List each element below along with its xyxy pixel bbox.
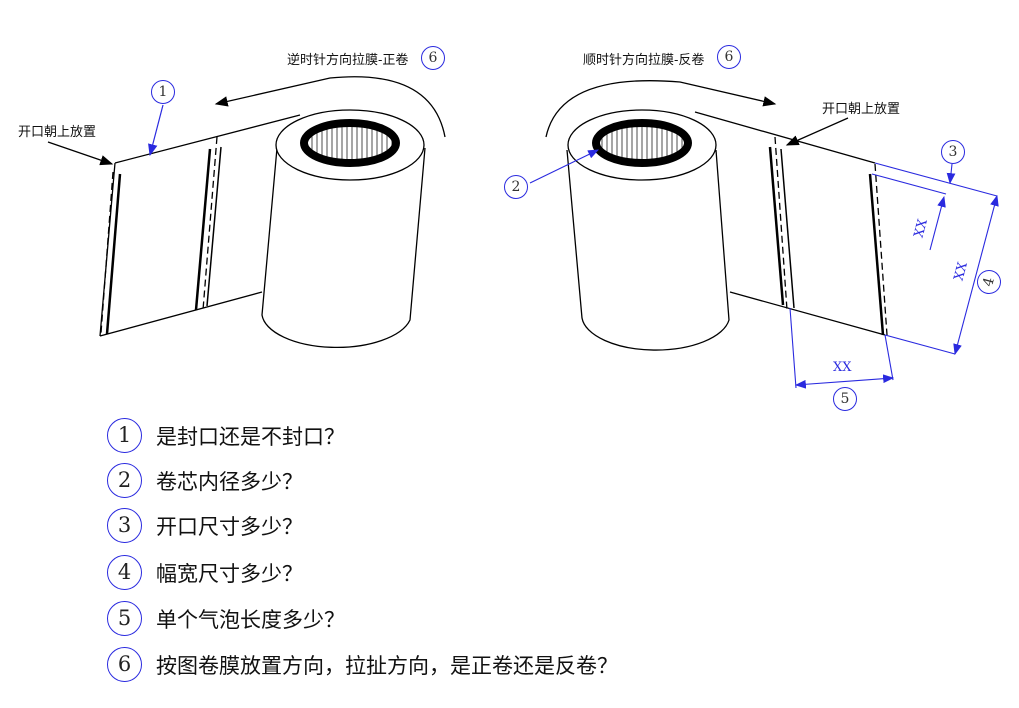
question-text: 幅宽尺寸多少？	[156, 561, 303, 586]
question-text: 卷芯内径多少？	[156, 469, 303, 494]
question-number: 2	[107, 463, 142, 498]
question-item: 1 是封口还是不封口？	[107, 418, 345, 453]
question-number: 4	[107, 555, 142, 590]
right-film-sheet	[694, 111, 886, 336]
question-number: 1	[107, 418, 142, 453]
left-core	[300, 119, 400, 167]
question-item: 4 幅宽尺寸多少？	[107, 555, 303, 590]
question-item: 2 卷芯内径多少？	[107, 463, 303, 498]
question-text: 单个气泡长度多少？	[156, 607, 345, 632]
marker-6-right: 6	[717, 45, 741, 69]
right-direction-label: 顺时针方向拉膜-反卷	[583, 53, 705, 68]
right-cylinder	[566, 149, 730, 351]
dim-bubble: XX	[833, 360, 852, 375]
right-direction-arrow	[545, 80, 777, 138]
question-number: 3	[107, 508, 142, 543]
question-item: 3 开口尺寸多少？	[107, 508, 303, 543]
right-core	[592, 119, 692, 167]
left-opening-label: 开口朝上放置	[18, 125, 97, 140]
marker-3: 3	[941, 140, 965, 164]
question-text: 按图卷膜放置方向，拉扯方向，是正卷还是反卷？	[156, 653, 618, 678]
marker-2: 2	[504, 175, 528, 199]
marker-6-left: 6	[421, 46, 445, 70]
left-roll	[47, 76, 446, 349]
dimension-lines	[529, 149, 999, 389]
marker-1: 1	[151, 80, 175, 104]
question-number: 5	[107, 601, 142, 636]
question-item: 5 单个气泡长度多少？	[107, 601, 345, 636]
question-number: 6	[107, 647, 142, 682]
question-text: 是封口还是不封口？	[156, 424, 345, 449]
left-cylinder	[261, 147, 426, 349]
right-roll	[545, 80, 888, 351]
left-direction-arrow	[214, 76, 446, 138]
question-text: 开口尺寸多少？	[156, 514, 303, 539]
right-opening-label: 开口朝上放置	[822, 102, 901, 117]
question-item: 6 按图卷膜放置方向，拉扯方向，是正卷还是反卷？	[107, 647, 618, 682]
left-direction-label: 逆时针方向拉膜-正卷	[287, 53, 409, 68]
marker-5: 5	[833, 387, 857, 411]
